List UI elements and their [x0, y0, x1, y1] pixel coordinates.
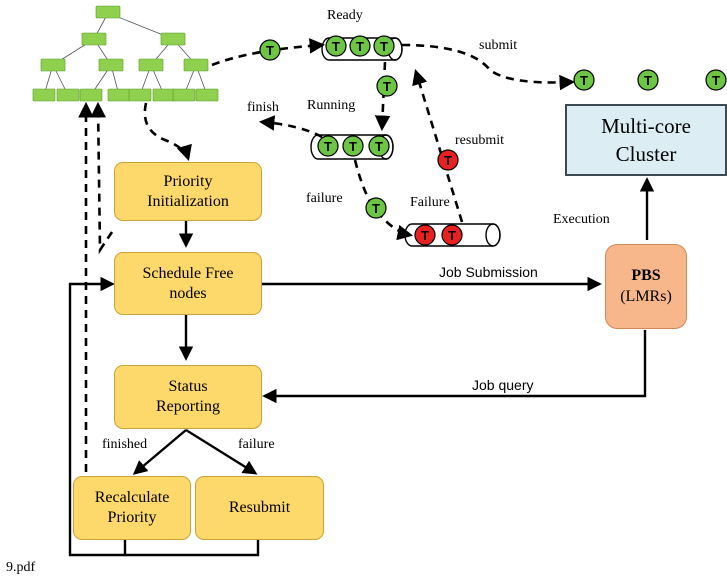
token-running-2-label: T: [349, 139, 357, 154]
submit-arrow: [401, 43, 576, 91]
token-running-1-label: T: [324, 139, 332, 154]
execution-label: Execution: [553, 212, 610, 227]
token-resubmit: T: [437, 149, 459, 171]
resubmit-arrow: [412, 69, 464, 223]
loop-back-line: [68, 276, 127, 557]
token-running-2: T: [342, 135, 364, 157]
submit-label: submit: [479, 38, 518, 53]
token-tree-ready: T: [259, 39, 281, 61]
token-failure-1: T: [414, 224, 436, 246]
token-cluster-1-label: T: [580, 73, 588, 88]
token-failure-incoming-label: T: [372, 201, 380, 216]
priority-initialization-box: Priority Initialization: [114, 162, 262, 221]
finished-label: finished: [102, 437, 148, 452]
tree-to-priority-arrow: [143, 102, 192, 161]
job-query-arrow: [262, 330, 647, 404]
token-cluster-3-label: T: [712, 73, 720, 88]
token-running-incoming: T: [376, 75, 398, 97]
tree-to-ready-arrow: [211, 38, 326, 67]
token-running-incoming-label: T: [383, 79, 391, 94]
token-ready-3: T: [373, 35, 395, 57]
token-tree-ready-label: T: [266, 43, 274, 58]
token-failure-1-label: T: [421, 228, 429, 243]
ready-label: Ready: [327, 8, 363, 23]
token-cluster-1: T: [573, 69, 595, 91]
pbs-title: PBS: [631, 266, 661, 284]
finished-branch-arrow: [132, 429, 187, 475]
task-tokens: T T T T T T T T T T T T T T T: [259, 35, 727, 246]
failure-arrow: [353, 159, 414, 241]
status-reporting-box: Status Reporting: [114, 365, 262, 429]
running-label: Running: [307, 98, 356, 113]
resubmit-box: Resubmit: [195, 476, 324, 540]
token-ready-1-label: T: [332, 39, 340, 54]
failure-queue-label: Failure: [410, 195, 450, 210]
token-ready-2: T: [349, 35, 371, 57]
token-cluster-3: T: [705, 69, 727, 91]
footer-filename: 9.pdf: [6, 560, 36, 575]
resubmit-loop-line: [125, 540, 260, 557]
schedule-free-nodes-box: Schedule Free nodes: [114, 252, 262, 315]
token-failure-2-label: T: [448, 228, 456, 243]
token-ready-3-label: T: [380, 39, 388, 54]
priority-tree: [32, 5, 219, 102]
multi-core-cluster-box: Multi-core Cluster: [565, 104, 727, 176]
token-ready-2-label: T: [356, 39, 364, 54]
token-cluster-2: T: [637, 69, 659, 91]
finish-arrow: [258, 115, 323, 139]
job-query-label: Job query: [472, 377, 534, 393]
schedule-to-tree-arrow: [90, 101, 114, 255]
token-cluster-2-label: T: [644, 73, 652, 88]
token-failure-2: T: [441, 224, 463, 246]
resubmit-label: resubmit: [455, 133, 504, 148]
token-resubmit-label: T: [444, 153, 452, 168]
failure-branch-label: failure: [238, 437, 275, 452]
finish-label: finish: [247, 100, 279, 115]
token-running-3: T: [368, 135, 390, 157]
failure-label: failure: [306, 191, 343, 206]
pbs-subtitle: (LMRs): [620, 287, 672, 305]
pbs-box: PBS (LMRs): [605, 244, 687, 329]
token-running-3-label: T: [375, 139, 383, 154]
job-submission-label: Job Submission: [439, 264, 538, 280]
token-ready-1: T: [325, 35, 347, 57]
token-running-1: T: [317, 135, 339, 157]
recalculate-priority-box: Recalculate Priority: [73, 476, 191, 540]
token-failure-incoming: T: [365, 197, 387, 219]
failure-branch-arrow: [185, 428, 258, 475]
